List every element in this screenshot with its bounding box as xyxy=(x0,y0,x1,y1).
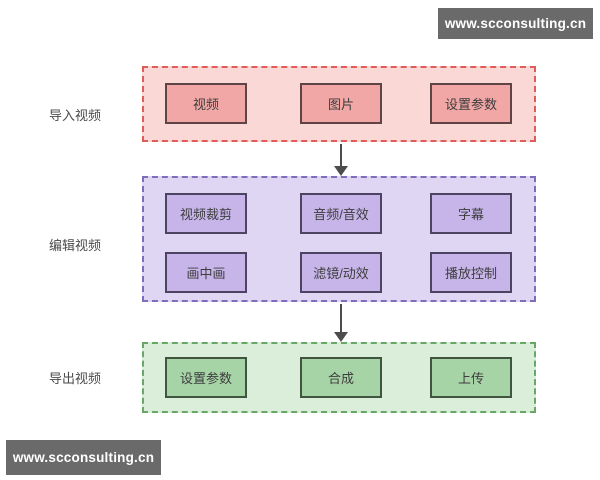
node-export-params: 设置参数 xyxy=(165,357,247,398)
stage-label-import: 导入视频 xyxy=(49,108,102,123)
watermark-top: www.scconsulting.cn xyxy=(438,8,593,39)
node-edit-filter: 滤镜/动效 xyxy=(300,252,382,293)
flow-arrow-edit-to-export xyxy=(334,304,348,342)
node-edit-subtitle: 字幕 xyxy=(430,193,512,234)
node-import-params: 设置参数 xyxy=(430,83,512,124)
arrow-shaft xyxy=(340,304,342,333)
node-edit-playback: 播放控制 xyxy=(430,252,512,293)
node-edit-pip: 画中画 xyxy=(165,252,247,293)
stage-label-edit: 编辑视频 xyxy=(49,238,102,253)
stage-label-export: 导出视频 xyxy=(49,371,102,386)
node-edit-audio: 音频/音效 xyxy=(300,193,382,234)
arrow-shaft xyxy=(340,144,342,167)
node-import-image: 图片 xyxy=(300,83,382,124)
arrow-down-head-icon xyxy=(334,332,348,342)
stage-container-export: 设置参数 合成 上传 xyxy=(142,342,536,413)
node-export-upload: 上传 xyxy=(430,357,512,398)
stage-container-edit: 视频裁剪 音频/音效 字幕 画中画 滤镜/动效 播放控制 xyxy=(142,176,536,302)
watermark-bottom: www.scconsulting.cn xyxy=(6,440,161,475)
node-edit-crop: 视频裁剪 xyxy=(165,193,247,234)
arrow-down-head-icon xyxy=(334,166,348,176)
node-import-video: 视频 xyxy=(165,83,247,124)
flow-arrow-import-to-edit xyxy=(334,144,348,176)
stage-container-import: 视频 图片 设置参数 xyxy=(142,66,536,142)
node-export-compose: 合成 xyxy=(300,357,382,398)
